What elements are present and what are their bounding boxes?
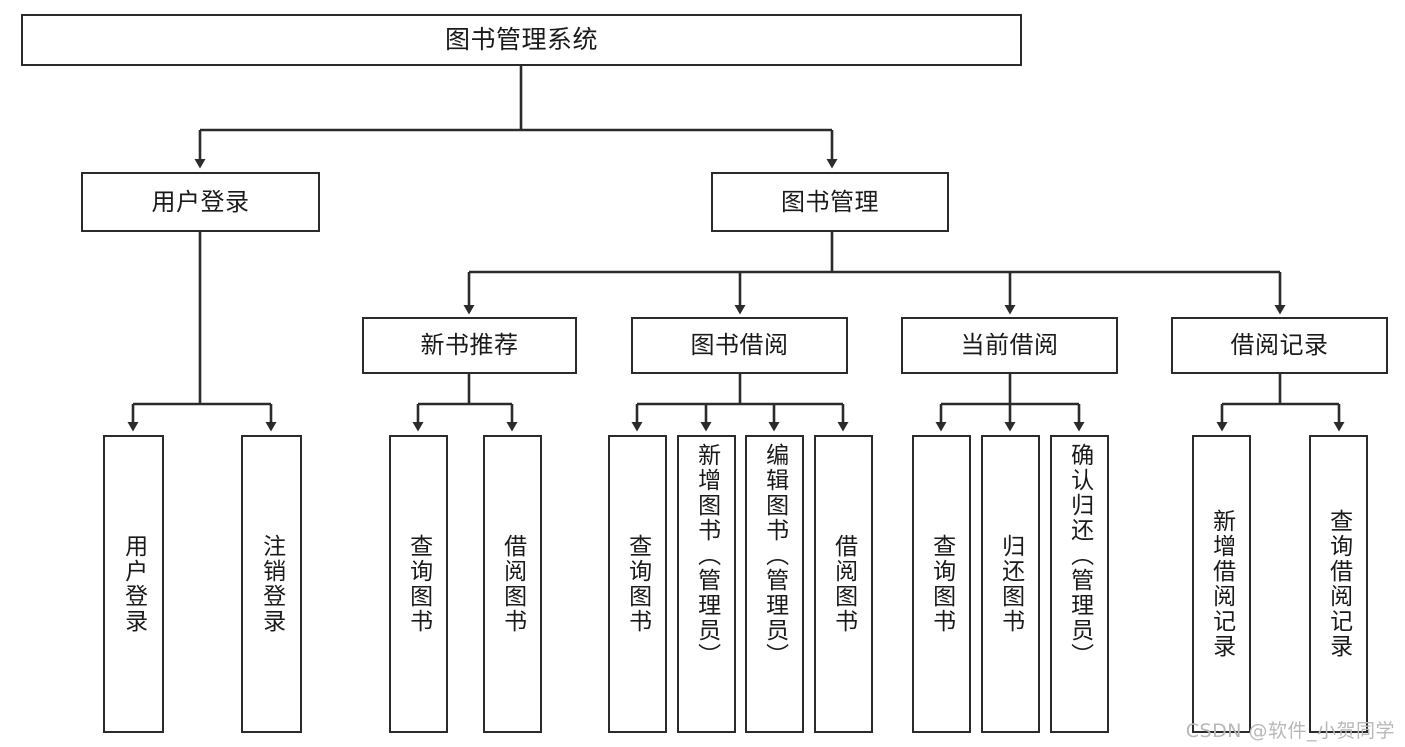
leaf-borrow-add-book[interactable]: 新增图书（管理员） [677,435,736,733]
node-label: 用户登录 [120,534,147,634]
node-root-system[interactable]: 图书管理系统 [21,14,1022,66]
leaf-user-logout[interactable]: 注销登录 [241,435,302,733]
node-book-borrow[interactable]: 图书借阅 [631,317,848,374]
leaf-record-add[interactable]: 新增借阅记录 [1192,435,1251,733]
node-new-book-recommend[interactable]: 新书推荐 [362,317,577,374]
node-label: 查询图书 [928,534,955,634]
leaf-borrow-borrow-book[interactable]: 借阅图书 [814,435,873,733]
node-label: 用户登录 [151,187,250,216]
node-book-management[interactable]: 图书管理 [711,172,949,232]
leaf-newbook-borrow[interactable]: 借阅图书 [483,435,542,733]
node-current-borrow[interactable]: 当前借阅 [901,317,1118,374]
node-label: 确认归还（管理员） [1066,443,1093,668]
node-label: 查询借阅记录 [1325,509,1352,659]
leaf-borrow-search[interactable]: 查询图书 [608,435,667,733]
node-label: 注销登录 [258,534,285,634]
node-label: 新增借阅记录 [1208,509,1235,659]
node-label: 借阅图书 [830,534,857,634]
node-label: 查询图书 [624,534,651,634]
leaf-current-search[interactable]: 查询图书 [912,435,971,733]
node-label: 图书借阅 [690,331,789,360]
node-user-login[interactable]: 用户登录 [81,172,320,232]
leaf-record-search[interactable]: 查询借阅记录 [1309,435,1368,733]
node-label: 当前借阅 [960,331,1059,360]
node-borrow-records[interactable]: 借阅记录 [1171,317,1388,374]
node-label: 新书推荐 [420,331,519,360]
leaf-newbook-search[interactable]: 查询图书 [389,435,448,733]
node-label: 图书管理系统 [444,25,598,54]
leaf-current-confirm-return[interactable]: 确认归还（管理员） [1050,435,1109,733]
node-label: 借阅记录 [1230,331,1329,360]
leaf-borrow-edit-book[interactable]: 编辑图书（管理员） [745,435,804,733]
node-label: 借阅图书 [499,534,526,634]
leaf-user-login[interactable]: 用户登录 [103,435,164,733]
node-label: 图书管理 [781,187,879,216]
node-label: 新增图书（管理员） [693,443,720,668]
node-label: 归还图书 [997,534,1024,634]
node-label: 编辑图书（管理员） [761,443,788,668]
leaf-current-return[interactable]: 归还图书 [981,435,1040,733]
csdn-watermark: CSDN @软件_小贺同学 [1185,720,1395,742]
node-label: 查询图书 [405,534,432,634]
